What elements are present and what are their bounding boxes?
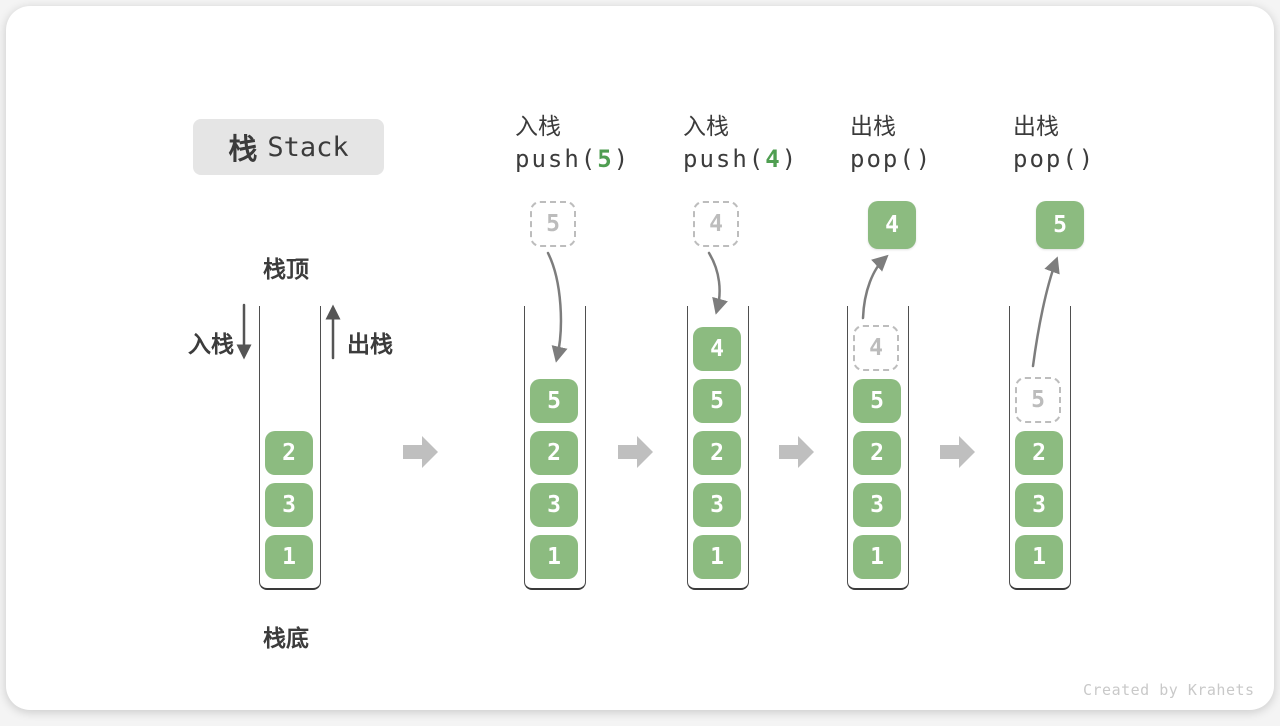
stack-block: 5 [530, 379, 578, 423]
op-zh-label: 入栈 [683, 113, 729, 139]
stack-block: 5 [693, 379, 741, 423]
popped-value-box: 4 [868, 201, 916, 249]
stack-container [259, 306, 321, 590]
op-code-label: pop() [1013, 140, 1183, 178]
code-pre: push( [515, 145, 598, 173]
op-label-push-5: 入栈 push(5) [515, 112, 685, 178]
stack-block: 1 [693, 535, 741, 579]
code-post: ) [781, 145, 799, 173]
title-en: Stack [267, 131, 349, 163]
stack-block: 1 [853, 535, 901, 579]
stack-container [524, 306, 586, 590]
stack-top-label: 栈顶 [263, 256, 309, 282]
stack-block: 1 [530, 535, 578, 579]
stack-bottom-label: 栈底 [263, 625, 309, 651]
code-post: ) [915, 145, 933, 173]
stack-block: 2 [265, 431, 313, 475]
op-label-pop-1: 出栈 pop() [850, 112, 1020, 178]
stack-block: 4 [693, 327, 741, 371]
watermark: Created by Krahets [1083, 681, 1255, 699]
stack-block: 2 [1015, 431, 1063, 475]
code-arg: 5 [597, 145, 614, 173]
code-pre: pop( [1013, 145, 1079, 173]
flow-arrow-icon [940, 435, 976, 474]
ghost-block: 4 [853, 325, 899, 371]
op-code-label: pop() [850, 140, 1020, 178]
push-curve-arrow-icon [707, 251, 728, 315]
op-zh-label: 出栈 [1013, 113, 1059, 139]
code-post: ) [613, 145, 631, 173]
stack-block: 3 [853, 483, 901, 527]
stack-block: 2 [853, 431, 901, 475]
title-zh: 栈 [228, 134, 258, 166]
title-box: 栈 Stack [193, 119, 384, 175]
stack-block: 3 [265, 483, 313, 527]
stack-block: 5 [853, 379, 901, 423]
op-code-label: push(4) [683, 140, 853, 178]
code-arg: 4 [765, 145, 782, 173]
incoming-value-box: 5 [530, 201, 576, 247]
op-code-label: push(5) [515, 140, 685, 178]
diagram-canvas: 栈 Stack 入栈 push(5) 入栈 push(4) 出栈 pop() 出… [6, 6, 1274, 710]
stack-block: 3 [1015, 483, 1063, 527]
incoming-value-box: 4 [693, 201, 739, 247]
stack-block: 2 [693, 431, 741, 475]
flow-arrow-icon [618, 435, 654, 474]
flow-arrow-icon [403, 435, 439, 474]
popped-value-box: 5 [1036, 201, 1084, 249]
op-label-push-4: 入栈 push(4) [683, 112, 853, 178]
stack-block: 3 [693, 483, 741, 527]
op-label-pop-2: 出栈 pop() [1013, 112, 1183, 178]
push-side-label: 入栈 [188, 331, 234, 357]
op-zh-label: 入栈 [515, 113, 561, 139]
ghost-block: 5 [1015, 377, 1061, 423]
stack-container [847, 306, 909, 590]
stack-container [687, 306, 749, 590]
code-pre: push( [683, 145, 766, 173]
stack-block: 3 [530, 483, 578, 527]
flow-arrow-icon [779, 435, 815, 474]
op-zh-label: 出栈 [850, 113, 896, 139]
stack-block: 1 [265, 535, 313, 579]
code-pre: pop( [850, 145, 916, 173]
stack-block: 1 [1015, 535, 1063, 579]
pop-side-label: 出栈 [347, 331, 393, 357]
stack-container [1009, 306, 1071, 590]
code-post: ) [1078, 145, 1096, 173]
stack-block: 2 [530, 431, 578, 475]
